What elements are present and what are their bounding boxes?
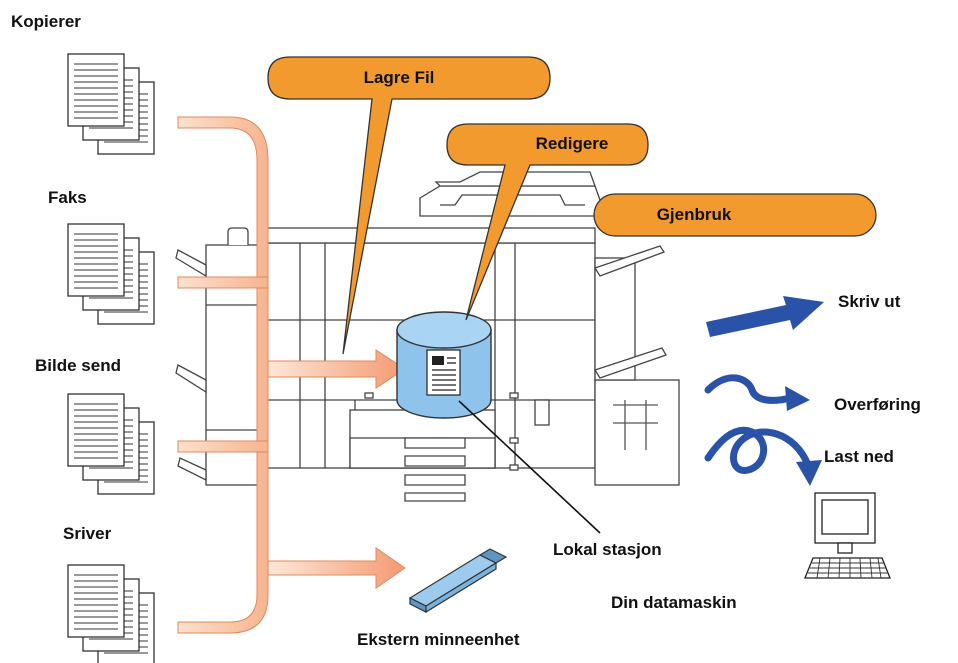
source-label-copier: Kopierer [11, 12, 81, 31]
callout-save-file-label: Lagre Fil [364, 68, 435, 87]
source-label-printer-driver: Sriver [63, 524, 112, 543]
computer-label: Din datamaskin [611, 593, 737, 612]
arrow-to-external-memory [267, 547, 406, 589]
output-label-download: Last ned [824, 447, 894, 466]
download-arrow-icon [704, 426, 822, 486]
copier-documents-icon [67, 53, 155, 155]
image-send-documents-icon [67, 393, 155, 495]
print-arrow-icon [706, 296, 824, 337]
callout-edit-label: Redigere [536, 134, 609, 153]
local-drive-label: Lokal stasjon [553, 540, 662, 559]
source-label-fax: Faks [48, 188, 87, 207]
input-flow-bus [177, 116, 406, 634]
callout-edit: Redigere [446, 123, 649, 321]
computer-icon [804, 492, 891, 579]
local-drive-icon [396, 311, 492, 419]
output-label-print: Skriv ut [838, 292, 901, 311]
external-memory-label: Ekstern minneenhet [357, 630, 520, 649]
callout-save-file: Lagre Fil [267, 56, 551, 355]
callout-reuse-label: Gjenbruk [657, 205, 732, 224]
source-label-image-send: Bilde send [35, 356, 121, 375]
arrow-to-local-drive [267, 349, 406, 389]
fax-documents-icon [67, 223, 155, 325]
callout-reuse: Gjenbruk [593, 193, 877, 237]
external-memory-icon [408, 548, 508, 614]
printer-driver-documents-icon [67, 564, 155, 663]
output-label-transfer: Overføring [834, 395, 921, 414]
local-drive-leader-line [458, 400, 601, 534]
transfer-arrow-icon [704, 374, 810, 411]
